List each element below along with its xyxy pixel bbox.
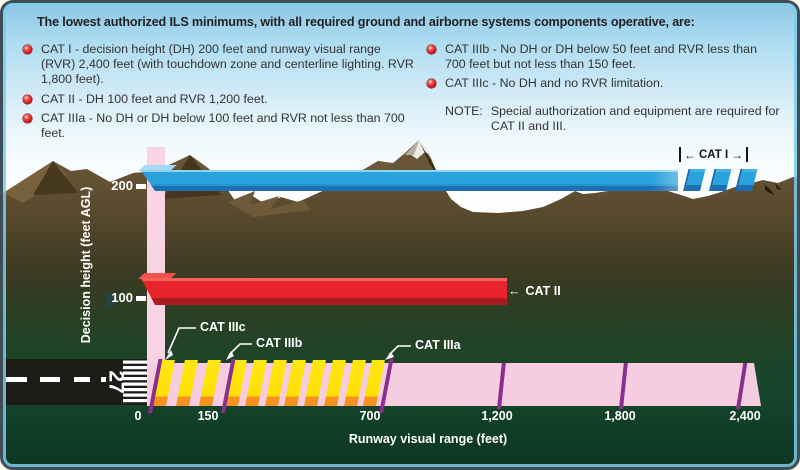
cat1-bar bbox=[141, 170, 678, 191]
arrow-left-icon: ← bbox=[508, 284, 521, 298]
note: NOTE: Special authorization and equipmen… bbox=[427, 104, 781, 134]
runway-number: 27 bbox=[104, 370, 127, 393]
note-text: Special authorization and equipment are … bbox=[490, 103, 780, 133]
text-panel: The lowest authorized ILS minimums, with… bbox=[3, 3, 797, 148]
runway-threshold-stripes bbox=[123, 360, 149, 403]
bullet-column-left: CAT I - decision height (DH) 200 feet an… bbox=[23, 42, 417, 145]
bullet-text: CAT IIIb - No DH or DH below 50 feet and… bbox=[445, 42, 757, 72]
list-item: CAT I - decision height (DH) 200 feet an… bbox=[23, 42, 417, 88]
mountain-facet-light bbox=[228, 191, 311, 217]
panel-title: The lowest authorized ILS minimums, with… bbox=[37, 15, 695, 29]
bullet-icon bbox=[23, 94, 32, 104]
cat2-bar bbox=[141, 278, 507, 305]
list-item: CAT IIIb - No DH or DH below 50 feet and… bbox=[427, 42, 781, 72]
bullet-column-right: CAT IIIb - No DH or DH below 50 feet and… bbox=[427, 42, 781, 134]
y-tick-200: 200 bbox=[111, 178, 133, 193]
mountain-facet-dark bbox=[33, 161, 78, 195]
cat3c-label: CAT IIIc bbox=[200, 320, 246, 334]
cat1-label: CAT I bbox=[699, 148, 729, 161]
bullet-icon bbox=[23, 113, 32, 123]
y-tick-100: 100 bbox=[111, 290, 133, 305]
cat3b-label: CAT IIIb bbox=[256, 336, 303, 350]
x-tick-1200: 1,200 bbox=[481, 409, 513, 423]
dimension-endbar bbox=[746, 147, 749, 162]
dimension-endbar bbox=[679, 147, 681, 162]
bullet-text: CAT IIIa - No DH or DH below 100 feet an… bbox=[41, 110, 405, 141]
bullet-text: CAT I - decision height (DH) 200 feet an… bbox=[41, 42, 414, 87]
cat2-label: CAT II bbox=[525, 284, 561, 298]
x-tick-2400: 2,400 bbox=[729, 409, 761, 423]
list-item: CAT IIIa - No DH or DH below 100 feet an… bbox=[23, 111, 417, 141]
runway-centerline bbox=[6, 377, 106, 382]
x-tick-0: 0 bbox=[134, 409, 142, 423]
y-axis-title: Decision height (feet AGL) bbox=[79, 186, 93, 344]
x-tick-700: 700 bbox=[359, 409, 381, 423]
cat3a-label: CAT IIIa bbox=[415, 338, 461, 352]
arrow-right-icon: → bbox=[731, 147, 744, 162]
x-axis-title: Runway visual range (feet) bbox=[348, 432, 508, 446]
cat1-dimension-annotation: ← CAT I → bbox=[679, 147, 749, 162]
y-tick-dash bbox=[136, 184, 146, 189]
bullet-text: CAT II - DH 100 feet and RVR 1,200 feet. bbox=[41, 91, 268, 106]
bullet-icon bbox=[427, 79, 436, 89]
bullet-text: CAT IIIc - No DH and no RVR limitation. bbox=[445, 76, 664, 91]
bullet-icon bbox=[23, 45, 32, 54]
note-label: NOTE: bbox=[445, 103, 483, 118]
cat2-annotation: ← CAT II bbox=[508, 284, 561, 298]
y-tick-100-box bbox=[106, 293, 115, 307]
snow-cap-shadow bbox=[405, 140, 419, 155]
bullet-icon bbox=[427, 45, 436, 54]
list-item: CAT II - DH 100 feet and RVR 1,200 feet. bbox=[23, 92, 417, 107]
hill-crevice bbox=[765, 183, 782, 195]
x-tick-150: 150 bbox=[197, 409, 219, 423]
y-tick-dash bbox=[136, 296, 146, 301]
list-item: CAT IIIc - No DH and no RVR limitation. bbox=[427, 76, 781, 91]
arrow-left-icon: ← bbox=[684, 147, 696, 162]
decision-height-column bbox=[147, 147, 165, 365]
x-tick-1800: 1,800 bbox=[604, 409, 636, 423]
